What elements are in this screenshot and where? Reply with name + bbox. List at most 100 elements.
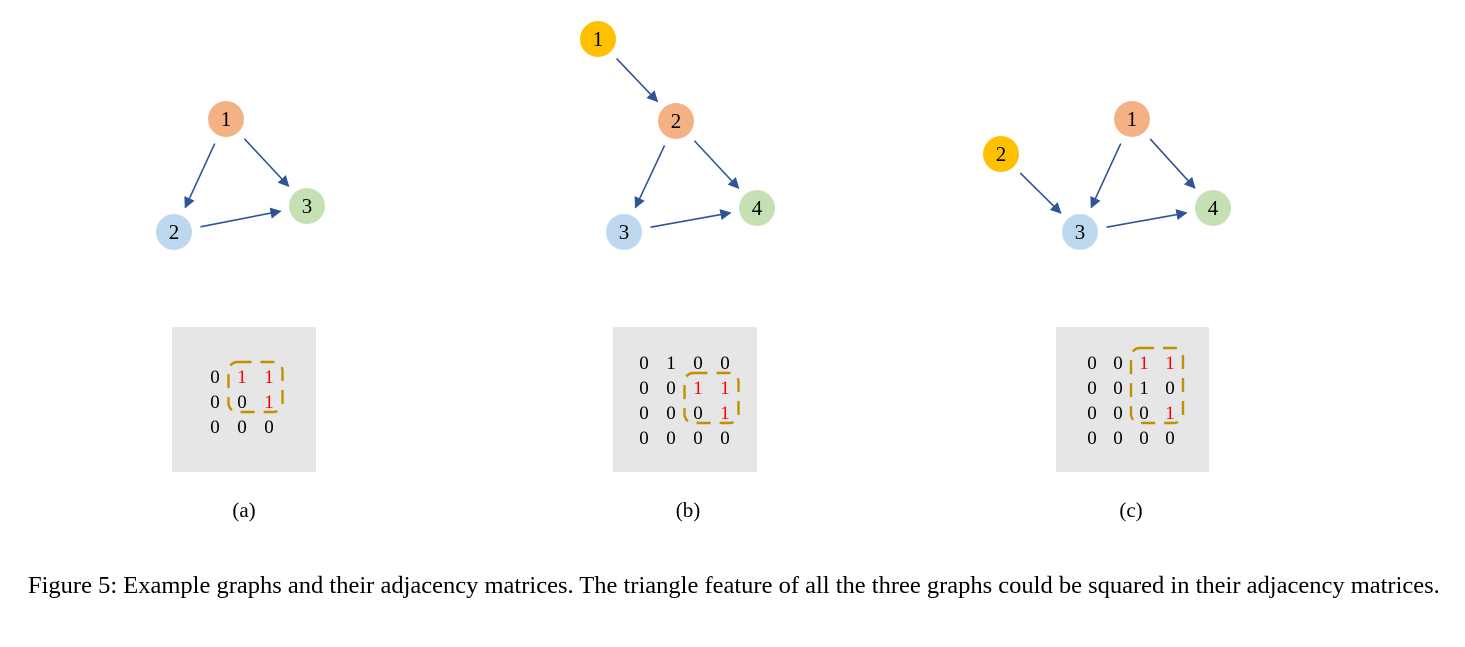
matrix-cell: 1 — [1165, 353, 1175, 374]
matrix-cell: 0 — [1113, 428, 1123, 449]
node-label: 4 — [752, 196, 763, 220]
matrix-cell: 0 — [237, 417, 247, 438]
matrix-cell: 0 — [666, 403, 676, 424]
edge-2-to-4 — [693, 140, 740, 190]
matrix-cell: 0 — [720, 353, 730, 374]
node-label: 3 — [1075, 220, 1086, 244]
matrix-cell: 0 — [1113, 403, 1123, 424]
node-circle — [983, 136, 1019, 172]
matrix-cell: 0 — [693, 428, 703, 449]
node-circle — [156, 214, 192, 250]
node-label: 4 — [1208, 196, 1219, 220]
matrix-cell: 0 — [639, 353, 649, 374]
adjacency-matrix-background — [613, 327, 757, 472]
matrix-cell: 1 — [237, 367, 247, 388]
node-2: 2 — [658, 103, 694, 139]
node-circle — [1195, 190, 1231, 226]
matrix-cell: 0 — [264, 417, 274, 438]
matrix-cell: 0 — [720, 428, 730, 449]
node-3: 3 — [289, 188, 325, 224]
matrix-cell: 0 — [666, 378, 676, 399]
matrix-cell: 0 — [1139, 428, 1149, 449]
matrix-cell: 1 — [666, 353, 676, 374]
node-circle — [739, 190, 775, 226]
matrix-cell: 0 — [639, 378, 649, 399]
node-circle — [208, 101, 244, 137]
node-3: 3 — [606, 214, 642, 250]
node-2: 2 — [156, 214, 192, 250]
matrix-cell: 0 — [210, 417, 220, 438]
matrix-cell: 0 — [237, 392, 247, 413]
node-1: 1 — [1114, 101, 1150, 137]
node-circle — [606, 214, 642, 250]
matrix-cell: 0 — [210, 392, 220, 413]
node-label: 2 — [671, 109, 682, 133]
matrix-cell: 0 — [1087, 403, 1097, 424]
matrix-cell: 0 — [666, 428, 676, 449]
node-4: 4 — [739, 190, 775, 226]
node-label: 2 — [996, 142, 1007, 166]
matrix-cell: 1 — [1165, 403, 1175, 424]
edge-1-to-3 — [1090, 143, 1122, 209]
matrix-cell: 0 — [1165, 428, 1175, 449]
node-1: 1 — [208, 101, 244, 137]
node-circle — [289, 188, 325, 224]
edge-1-to-3 — [243, 138, 290, 188]
node-3: 3 — [1062, 214, 1098, 250]
figure-caption: Figure 5: Example graphs and their adjac… — [28, 572, 1440, 599]
edge-3-to-4 — [1106, 209, 1188, 228]
matrix-cell: 1 — [1139, 353, 1149, 374]
subfigure-label: (b) — [676, 498, 701, 522]
adjacency-matrix-background — [1056, 327, 1209, 472]
subfigure-label: (c) — [1119, 498, 1142, 522]
matrix-cell: 0 — [1113, 378, 1123, 399]
node-label: 2 — [169, 220, 180, 244]
node-label: 1 — [593, 27, 604, 51]
node-label: 1 — [221, 107, 232, 131]
matrix-cell: 1 — [264, 392, 274, 413]
adjacency-matrix-background — [172, 327, 316, 472]
edge-1-to-2 — [184, 143, 216, 209]
matrix-cell: 0 — [1113, 353, 1123, 374]
edge-2-to-3 — [1019, 172, 1062, 214]
matrix-cell: 0 — [1139, 403, 1149, 424]
matrix-cell: 0 — [639, 428, 649, 449]
matrix-cell: 1 — [264, 367, 274, 388]
matrix-cell: 1 — [720, 403, 730, 424]
matrix-cell: 0 — [639, 403, 649, 424]
node-1: 1 — [580, 21, 616, 57]
triangle-highlight-box — [683, 371, 740, 425]
node-circle — [1114, 101, 1150, 137]
node-circle — [1062, 214, 1098, 250]
matrix-cell: 0 — [1165, 378, 1175, 399]
edge-3-to-4 — [650, 209, 732, 228]
matrix-cell: 0 — [693, 353, 703, 374]
matrix-cell: 0 — [693, 403, 703, 424]
node-label: 3 — [619, 220, 630, 244]
matrix-cell: 0 — [1087, 378, 1097, 399]
node-label: 3 — [302, 194, 313, 218]
triangle-highlight-box — [1129, 346, 1185, 425]
matrix-cell: 0 — [1087, 428, 1097, 449]
edge-1-to-4 — [1149, 138, 1196, 189]
triangle-highlight-box — [227, 360, 284, 414]
node-2: 2 — [983, 136, 1019, 172]
edge-2-to-3 — [634, 145, 666, 209]
matrix-cell: 1 — [1139, 378, 1149, 399]
matrix-cell: 0 — [1087, 353, 1097, 374]
matrix-cell: 1 — [720, 378, 730, 399]
node-circle — [658, 103, 694, 139]
matrix-cell: 1 — [693, 378, 703, 399]
subfigure-label: (a) — [232, 498, 255, 522]
node-circle — [580, 21, 616, 57]
edge-2-to-3 — [200, 207, 282, 228]
edge-1-to-2 — [616, 58, 659, 103]
node-4: 4 — [1195, 190, 1231, 226]
node-label: 1 — [1127, 107, 1138, 131]
matrix-cell: 0 — [210, 367, 220, 388]
